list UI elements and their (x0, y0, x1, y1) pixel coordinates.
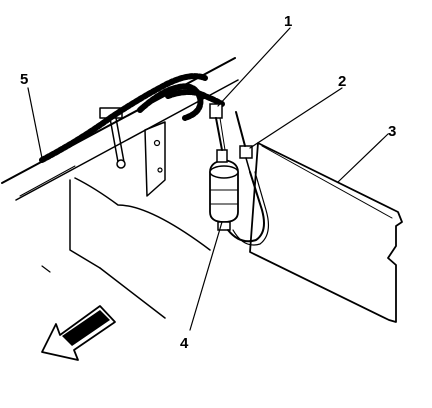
vertical-bracket (144, 121, 166, 197)
mounting-bracket (99, 107, 126, 169)
fuel-pump (209, 149, 270, 246)
connector-2 (235, 111, 253, 173)
connector-1 (209, 103, 226, 151)
direction-arrow (41, 305, 116, 361)
callout-4: 4 (180, 335, 189, 352)
chassis-panel (41, 177, 211, 319)
callout-5: 5 (20, 71, 28, 88)
callout-3: 3 (388, 123, 396, 140)
callout-2: 2 (338, 73, 346, 90)
wire-harness (39, 73, 225, 163)
leader-lines (27, 27, 389, 331)
callout-1: 1 (284, 13, 292, 30)
shield-plate (249, 142, 403, 323)
